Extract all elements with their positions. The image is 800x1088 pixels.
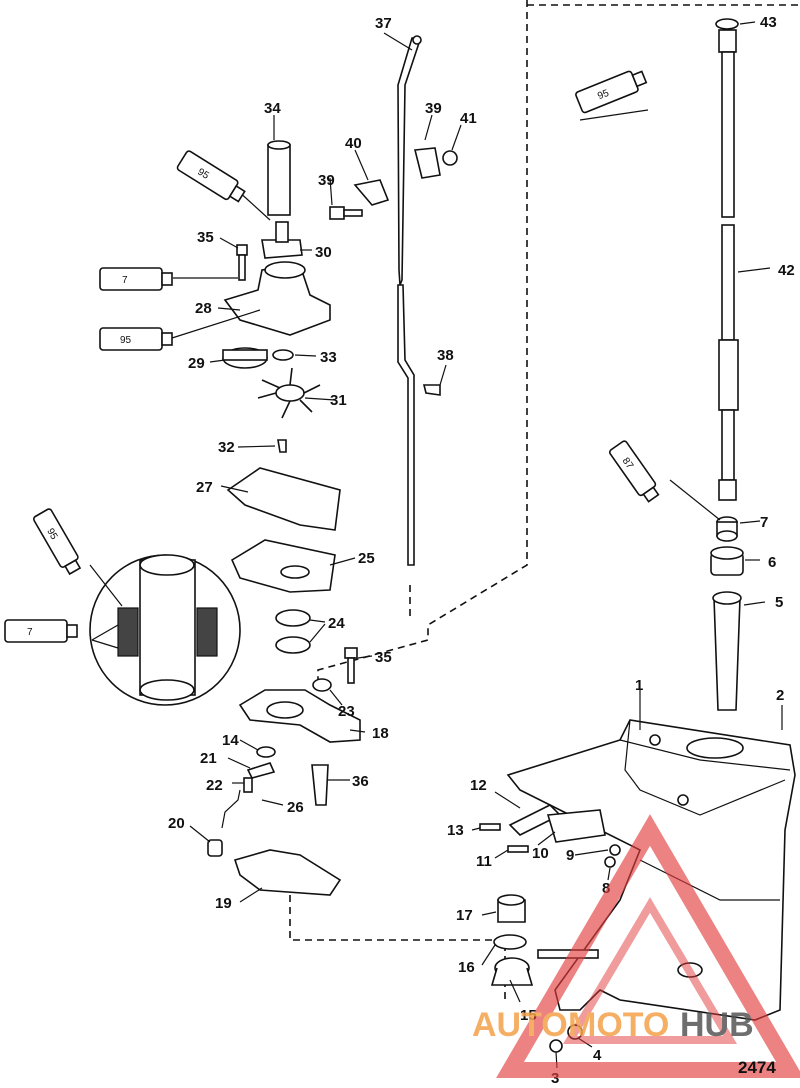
water-pump-parts — [207, 140, 361, 896]
callout-30: 30 — [315, 244, 332, 261]
leader-lines — [171, 21, 783, 1069]
sealant-tubes: 95 95 7 95 87 95 7 — [4, 70, 660, 643]
callout-16: 16 — [458, 959, 475, 976]
callout-4: 4 — [593, 1047, 602, 1064]
callout-13: 13 — [447, 822, 464, 839]
watermark-part-a: AUTO — [472, 1006, 568, 1044]
callout-28: 28 — [195, 300, 212, 317]
watermark-part-c: HUB — [680, 1006, 754, 1044]
callout-42: 42 — [778, 262, 795, 279]
callout-19: 19 — [215, 895, 232, 912]
callout-12: 12 — [470, 777, 487, 794]
driveshaft-bushings — [710, 516, 744, 711]
callout-24: 24 — [328, 615, 345, 632]
callout-1: 1 — [635, 677, 643, 694]
callout-7-right: 7 — [760, 514, 768, 531]
svg-text:7: 7 — [122, 275, 128, 286]
callout-2: 2 — [776, 687, 784, 704]
impeller — [257, 367, 321, 419]
callout-17: 17 — [456, 907, 473, 924]
svg-text:95: 95 — [44, 527, 59, 543]
callout-21: 21 — [200, 750, 217, 767]
callout-27: 27 — [196, 479, 213, 496]
callout-5: 5 — [775, 594, 783, 611]
callout-39: 40 — [345, 135, 362, 152]
callout-39-top: 39 — [425, 100, 442, 117]
callout-35-top: 35 — [197, 229, 214, 246]
figure-number: 2474 — [738, 1058, 776, 1077]
sealant-tube-7-inset: 7 — [4, 619, 78, 643]
callout-35-lower: 35 — [375, 649, 392, 666]
drive-shaft — [715, 18, 739, 501]
callout-41: 41 — [460, 110, 477, 127]
callout-6: 6 — [768, 554, 776, 571]
callout-34: 34 — [264, 100, 281, 117]
automotohub-watermark: AUTO MOTO HUB — [472, 814, 800, 1078]
callout-18: 18 — [372, 725, 389, 742]
callout-11: 11 — [476, 853, 492, 870]
gear-housing — [506, 719, 796, 1021]
callout-8: 8 — [602, 880, 610, 897]
lower-unit-parts — [479, 804, 621, 1053]
callout-9: 9 — [566, 847, 574, 864]
callout-labels: 37 43 34 39 41 40 39 35 30 42 28 29 33 3… — [168, 14, 795, 1087]
callout-10: 10 — [532, 845, 549, 862]
callout-38: 38 — [437, 347, 454, 364]
shift-clip-parts — [329, 147, 458, 396]
callout-26: 26 — [287, 799, 304, 816]
callout-36: 36 — [352, 773, 369, 790]
callout-31: 31 — [330, 392, 347, 409]
svg-text:7: 7 — [27, 627, 33, 638]
sealant-tube-95-top-right: 95 — [575, 70, 648, 114]
callout-37: 37 — [375, 15, 392, 32]
watermark-part-b: MOTO — [568, 1006, 669, 1044]
callout-40: 39 — [318, 172, 335, 189]
shift-rod — [397, 35, 422, 566]
callout-23: 23 — [338, 703, 355, 720]
svg-text:95: 95 — [596, 88, 611, 103]
callout-3: 3 — [551, 1070, 559, 1087]
seal-detail-inset — [89, 554, 241, 706]
callout-43: 43 — [760, 14, 777, 31]
sealant-tube-87: 87 — [608, 440, 660, 503]
callout-14: 14 — [222, 732, 239, 749]
sealant-tube-95-inset: 95 — [32, 508, 82, 576]
callout-29: 29 — [188, 355, 205, 372]
callout-25: 25 — [358, 550, 375, 567]
callout-32: 32 — [218, 439, 235, 456]
callout-33: 33 — [320, 349, 337, 366]
sealant-tube-95-left: 95 — [99, 327, 173, 351]
sealant-tube-95-upper-left: 95 — [176, 150, 246, 203]
callout-22: 22 — [206, 777, 223, 794]
sealant-tube-7-left: 7 — [99, 267, 173, 291]
svg-text:95: 95 — [120, 335, 132, 346]
callout-20: 20 — [168, 815, 185, 832]
